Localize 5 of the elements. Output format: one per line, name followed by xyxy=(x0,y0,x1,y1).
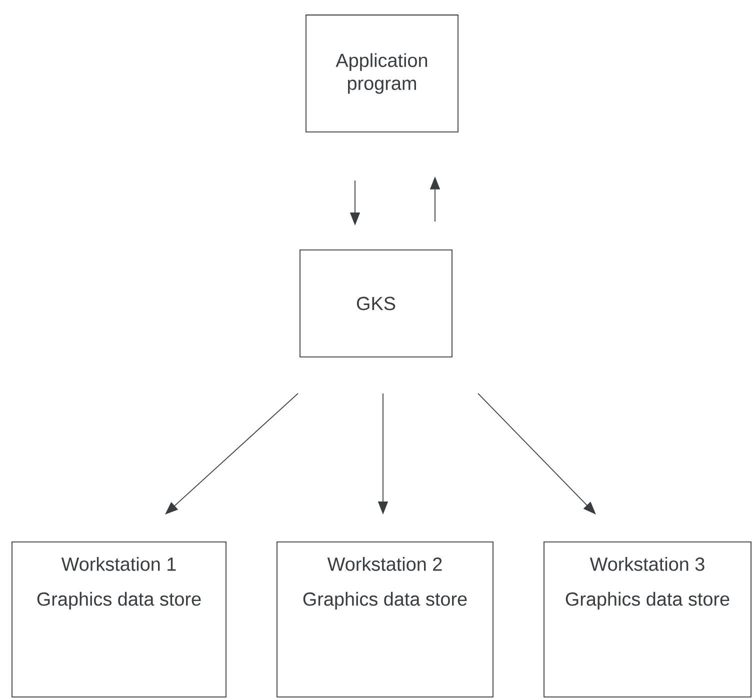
process-box: GKS xyxy=(300,250,452,358)
workstation-box: Workstation 3 Graphics data store xyxy=(544,542,752,698)
process-box: Application program xyxy=(306,14,458,132)
workstation-box: Workstation 1 Graphics data store xyxy=(12,542,226,698)
workstation-box: Workstation 2 Graphics data store xyxy=(276,542,494,698)
